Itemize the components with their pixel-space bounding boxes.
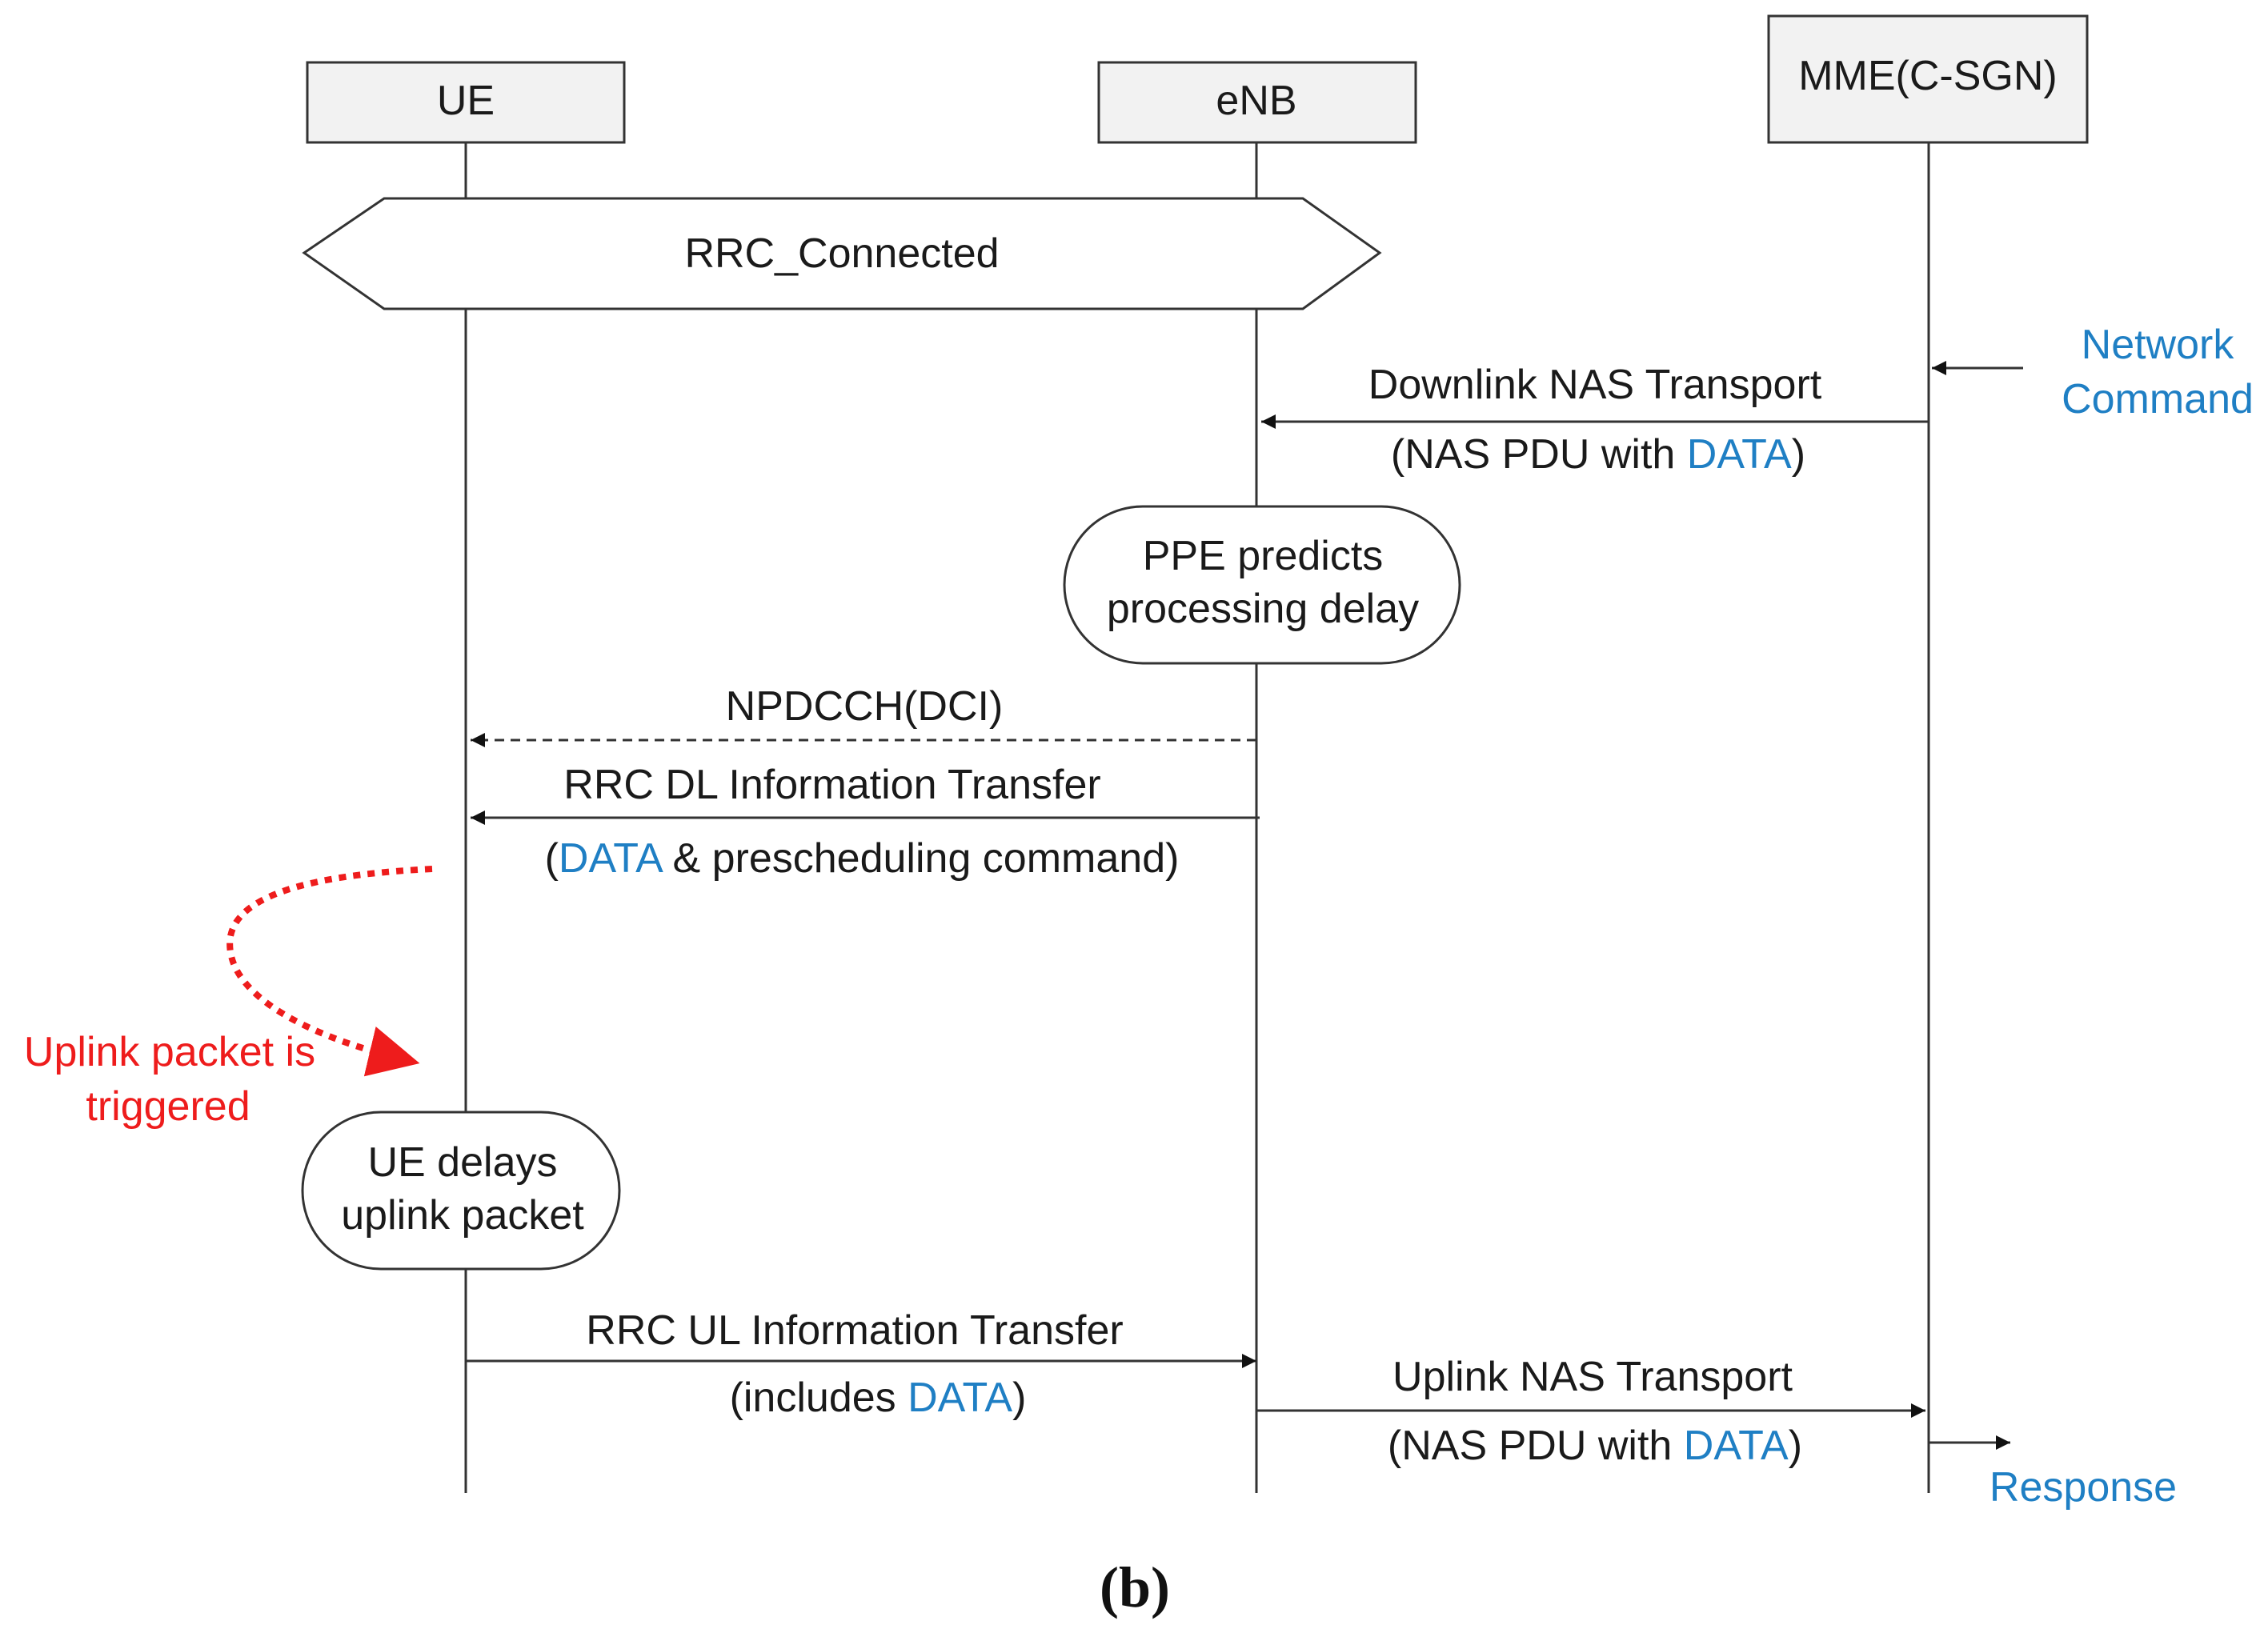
participant-enb: eNB [1097,61,1417,144]
downlink-nas-title: Downlink NAS Transport [1368,362,1822,408]
participant-enb-label: eNB [1216,78,1296,124]
downlink-nas-subtitle: (NAS PDU with DATA) [1391,431,1805,478]
rrc-dl-subtitle: (DATA & prescheduling command) [545,835,1180,882]
rrc-ul-subtitle: (includes DATA) [730,1375,1027,1421]
state-rrc-connected-label: RRC_Connected [684,230,999,277]
network-command-label-line2: Command [2062,376,2254,422]
ppe-note-line1: PPE predicts [1143,533,1384,579]
participant-mme: MME(C-SGN) [1767,14,2089,144]
participant-ue-label: UE [437,78,495,124]
participant-ue: UE [306,61,626,144]
participant-mme-label: MME(C-SGN) [1798,53,2058,99]
rrc-dl-title: RRC DL Information Transfer [563,762,1100,808]
response-label: Response [1990,1464,2177,1511]
npdcch-label: NPDCCH(DCI) [726,683,1004,730]
uplink-nas-subtitle: (NAS PDU with DATA) [1388,1423,1802,1469]
ue-delay-line2: uplink packet [341,1192,584,1239]
figure-caption: (b) [1100,1555,1170,1619]
uplink-trigger-label-line1: Uplink packet is [24,1029,315,1075]
network-command-label-line1: Network [2082,322,2235,368]
ue-delay-note: UE delays uplink packet [301,1111,621,1271]
uplink-trigger-label-line2: triggered [86,1083,250,1130]
uplink-nas-title: Uplink NAS Transport [1392,1354,1793,1400]
uplink-trigger-curve-arrow [226,866,433,1077]
ue-delay-line1: UE delays [368,1139,558,1186]
rrc-ul-title: RRC UL Information Transfer [586,1307,1123,1354]
ppe-note-line2: processing delay [1107,586,1419,632]
state-rrc-connected: RRC_Connected [302,197,1382,310]
ppe-prediction-note: PPE predicts processing delay [1063,505,1461,665]
